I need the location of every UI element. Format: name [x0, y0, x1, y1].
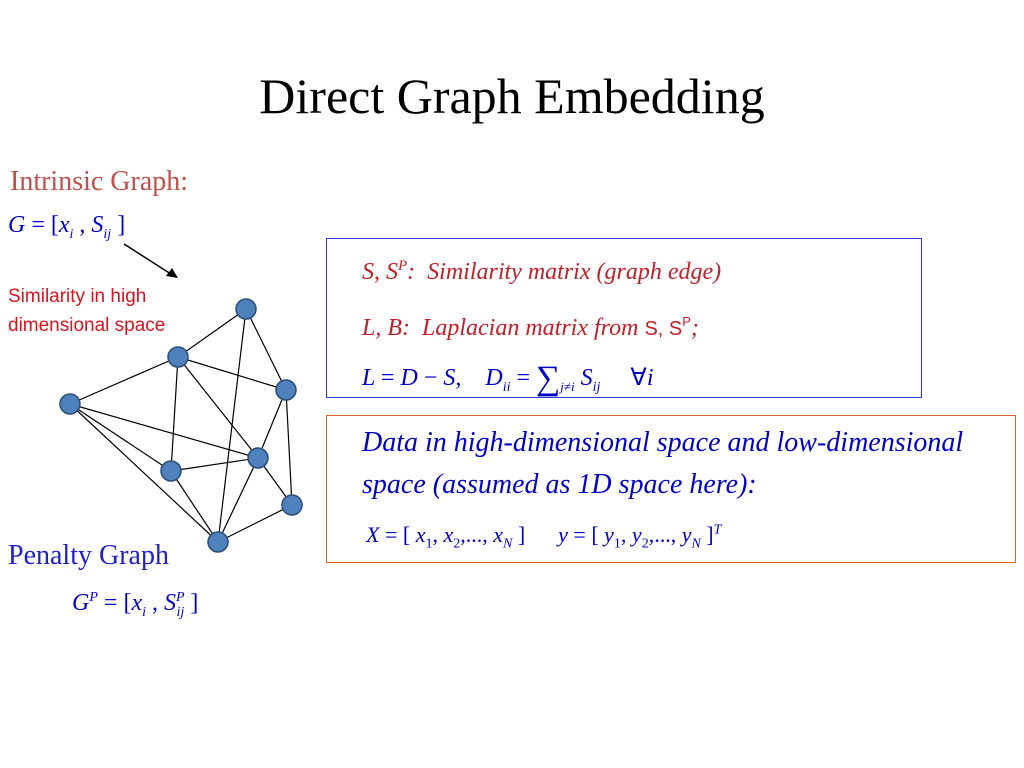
- graph-node: [235, 298, 257, 320]
- similarity-symbols-sup: P: [398, 258, 408, 274]
- graph-node: [275, 379, 297, 401]
- graph-diagram: [59, 298, 303, 553]
- similarity-text: Similarity matrix (graph edge): [427, 259, 722, 285]
- graph-node: [160, 460, 182, 482]
- penalty-graph-label: Penalty Graph: [8, 540, 169, 571]
- graph-edge: [217, 457, 259, 543]
- laplacian-equation: L = D − S, Dii = ∑j≠i Sij ∀i: [362, 360, 654, 397]
- graph-edge: [69, 403, 259, 459]
- data-description: Data in high-dimensional space and low-d…: [362, 427, 964, 500]
- laplacian-definition: L, B: Laplacian matrix from S, SP;: [362, 314, 699, 342]
- graph-edge: [285, 389, 293, 506]
- intrinsic-graph-label: Intrinsic Graph:: [10, 166, 189, 197]
- graph-edge: [257, 389, 287, 459]
- laplacian-ref: S, S: [644, 318, 683, 340]
- graph-node: [207, 531, 229, 553]
- intrinsic-graph-formula: G = [xi , Sij ]: [8, 212, 126, 242]
- graph-edge: [177, 308, 247, 358]
- similarity-definition: S, SP: Similarity matrix (graph edge): [362, 258, 721, 286]
- graph-edge: [69, 403, 219, 543]
- graph-node: [167, 346, 189, 368]
- similarity-symbols: S, S: [362, 259, 398, 285]
- laplacian-text: Laplacian matrix from: [422, 315, 639, 341]
- similarity-colon: :: [407, 259, 416, 285]
- laplacian-ref-end: ;: [690, 315, 699, 341]
- pointer-arrow: [123, 243, 178, 278]
- penalty-graph-formula: GP = [xi , SPij ]: [72, 590, 199, 620]
- graph-edge: [217, 504, 293, 543]
- data-box: [326, 415, 1016, 563]
- slide-title: Direct Graph Embedding: [259, 68, 765, 124]
- graph-node: [247, 447, 269, 469]
- graph-edge: [245, 308, 287, 391]
- graph-edge: [170, 457, 259, 472]
- graph-edge: [177, 356, 287, 391]
- graph-edge: [177, 356, 259, 459]
- graph-edge: [69, 356, 179, 405]
- graph-node: [281, 494, 303, 516]
- graph-node: [59, 393, 81, 415]
- definitions-box: [326, 238, 922, 398]
- graph-edge: [170, 356, 179, 472]
- data-formulas: X = [ x1, x2,..., xN ] y = [ y1, y2,...,…: [366, 522, 722, 552]
- graph-edge: [170, 470, 219, 543]
- laplacian-ref-sup: P: [682, 314, 691, 329]
- similarity-note-line1: Similarity in high: [8, 286, 147, 307]
- graph-edge: [217, 308, 247, 543]
- graph-edge: [69, 403, 172, 472]
- laplacian-symbols: L, B:: [362, 315, 410, 341]
- similarity-note: Similarity in high dimensional space: [8, 282, 165, 340]
- similarity-note-line2: dimensional space: [8, 315, 166, 336]
